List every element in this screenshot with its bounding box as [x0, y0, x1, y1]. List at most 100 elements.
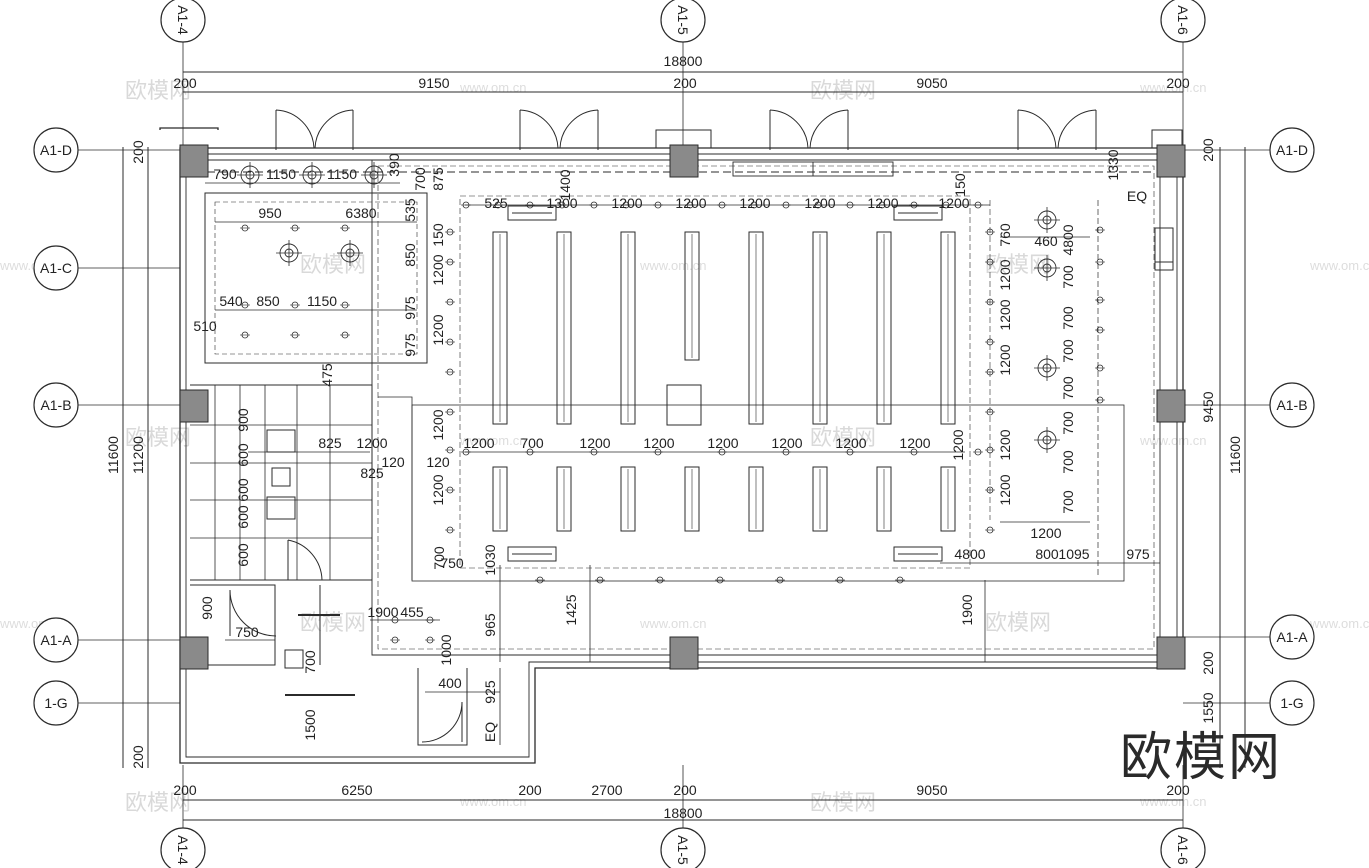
spot-light: [835, 576, 845, 584]
watermark-cn: 欧模网: [125, 79, 191, 104]
interior-dimension-label: 900: [235, 408, 251, 432]
axis-bubble-col-top: A1-6: [1160, 0, 1206, 43]
interior-dimension-label: 1200: [430, 409, 446, 440]
axis-bubble-label: A1-C: [40, 260, 72, 276]
downlight-fixture: [1034, 207, 1060, 233]
shelf-unit: [876, 466, 892, 532]
structural-columns: [179, 144, 1186, 670]
interior-dimension-label: 850: [256, 293, 280, 309]
interior-dimension-label: 925: [482, 680, 498, 704]
interior-dimension-label: 600: [235, 505, 251, 529]
axis-bubble-row-left: 1-G: [33, 680, 79, 726]
axis-bubble-label: A1-D: [40, 142, 72, 158]
interior-dimension-label: 700: [1060, 339, 1076, 363]
interior-dimension-label: 535: [402, 198, 418, 222]
watermark-cn: 欧模网: [125, 791, 191, 816]
dimension-chain-text: 18800 200 9150 200 9050 200 200 6250 200…: [105, 53, 1243, 821]
dim-top-seg: 9050: [916, 75, 947, 91]
shelf-unit: [620, 231, 636, 425]
spot-light: [775, 576, 785, 584]
dim-right-outer: 11600: [1227, 436, 1243, 474]
downlight-fixture: [1034, 355, 1060, 381]
shelf-unit: [748, 231, 764, 425]
shelf-unit: [684, 466, 700, 532]
spot-light: [985, 526, 995, 534]
interior-dimension-label: 750: [235, 624, 259, 640]
interior-dimension-label: 1200: [835, 435, 866, 451]
interior-dimension-label: 4800: [954, 546, 985, 562]
interior-dimension-label: 150: [952, 173, 968, 197]
interior-dimension-label: 1200: [771, 435, 802, 451]
spot-light: [340, 301, 350, 309]
axis-bubble-label: A1-B: [1276, 397, 1307, 413]
interior-dimension-label: 700: [1060, 490, 1076, 514]
watermark-url: www.om.cn: [639, 616, 706, 631]
interior-dimension-label: 6380: [345, 205, 376, 221]
dim-right-inner: 9450: [1200, 391, 1216, 422]
interior-dimension-label: 1200: [997, 474, 1013, 505]
interior-dimension-label: 460: [1034, 233, 1058, 249]
interior-dimension-label: 1200: [997, 259, 1013, 290]
interior-dimension-label: 700: [1060, 411, 1076, 435]
interior-dimension-label: 1200: [430, 314, 446, 345]
interior-dimension-label: 1425: [563, 594, 579, 625]
spot-light: [1095, 258, 1105, 266]
watermark-url: www.om.cn: [1139, 80, 1206, 95]
shelf-unit: [620, 466, 636, 532]
spot-light: [1095, 326, 1105, 334]
spot-light: [715, 576, 725, 584]
interior-dimension-label: 475: [319, 363, 335, 387]
watermark-url: www.om.cn: [1139, 433, 1206, 448]
axis-bubble-label: A1-4: [175, 5, 191, 35]
shelf-unit: [812, 466, 828, 532]
axis-bubble-label: A1-A: [40, 632, 72, 648]
interior-dimension-label: 1300: [546, 195, 577, 211]
interior-dimension-label: 1200: [611, 195, 642, 211]
axis-bubble-row-left: A1-B: [33, 382, 79, 428]
axis-bubble-col-bottom: A1-6: [1160, 827, 1206, 868]
spot-light: [895, 576, 905, 584]
spot-light: [445, 486, 455, 494]
axis-bubble-label: A1-5: [675, 835, 691, 865]
watermark-url: www.om.cn: [639, 258, 706, 273]
shelf-unit: [492, 231, 508, 425]
interior-dimension-label: 900: [199, 596, 215, 620]
entrance-doors: [229, 109, 1183, 743]
spot-light: [985, 228, 995, 236]
brand-watermark: 欧模网: [1120, 728, 1282, 788]
spot-light: [425, 636, 435, 644]
dim-top-seg: 200: [673, 75, 697, 91]
interior-dimension-label: 975: [402, 333, 418, 357]
spot-light: [290, 301, 300, 309]
interior-dimension-label: 1500: [302, 709, 318, 740]
misc-fixtures: [190, 205, 1174, 696]
interior-dimension-label: 975: [402, 296, 418, 320]
interior-dimension-label: 1200: [707, 435, 738, 451]
shelf-unit: [556, 466, 572, 532]
interior-dimension-label: 1200: [739, 195, 770, 211]
spot-light: [240, 224, 250, 232]
interior-dimension-label: 1200: [899, 435, 930, 451]
interior-dimension-label: 1200: [1030, 525, 1061, 541]
spot-light: [445, 298, 455, 306]
dimension-chains: [122, 71, 1246, 821]
axis-bubble-col-bottom: A1-4: [160, 827, 206, 868]
interior-dimension-label: 1200: [430, 254, 446, 285]
interior-dimension-label: 1095: [1058, 546, 1089, 562]
structural-column: [1156, 636, 1186, 670]
watermark-url: www.om.cn: [1309, 258, 1369, 273]
interior-dimension-label: 1200: [804, 195, 835, 211]
spot-light: [985, 298, 995, 306]
spot-light: [1095, 396, 1105, 404]
downlight-fixture: [361, 162, 387, 188]
axis-bubble-label: A1-A: [1276, 629, 1308, 645]
axis-bubble-label: 1-G: [1280, 695, 1303, 711]
interior-dimension-label: 4800: [1060, 224, 1076, 255]
spot-light: [595, 576, 605, 584]
axis-bubble-row-left: A1-C: [33, 245, 79, 291]
interior-dimension-label: 600: [235, 443, 251, 467]
interior-dimension-label: EQ: [482, 722, 498, 742]
dim-top-seg: 9150: [418, 75, 449, 91]
interior-dimension-label: 800: [1035, 546, 1059, 562]
